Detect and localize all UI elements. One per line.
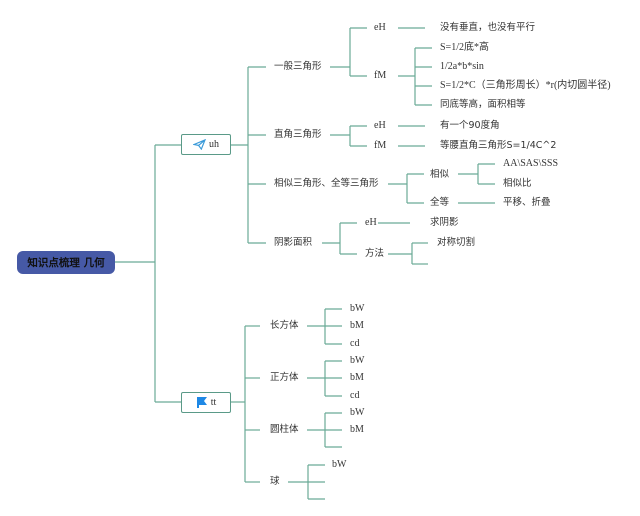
leaf[interactable]: bM [350,424,364,435]
topic-cylinder[interactable]: 圆柱体 [270,424,299,435]
branch-label: uh [209,139,219,150]
leaf[interactable]: 没有垂直，也没有平行 [440,22,536,33]
topic-cuboid[interactable]: 长方体 [270,320,299,331]
subtopic-eh[interactable]: eH [374,120,386,131]
subtopic-similar[interactable]: 相似 [430,169,450,180]
leaf[interactable]: bW [350,355,365,366]
root-node[interactable]: 知识点梳理 几何 [17,251,115,274]
subtopic-congruent[interactable]: 全等 [430,197,450,208]
leaf[interactable]: bM [350,320,364,331]
leaf[interactable]: 同底等高，面积相等 [440,99,526,110]
topic-general-triangle[interactable]: 一般三角形 [274,61,322,72]
leaf[interactable]: bM [350,372,364,383]
subtopic-fm[interactable]: fM [374,140,387,151]
branch-node-uh[interactable]: uh [181,134,231,155]
topic-cube[interactable]: 正方体 [270,372,299,383]
subtopic-method[interactable]: 方法 [365,248,385,259]
topic-shadow-area[interactable]: 阴影面积 [274,237,313,248]
root-label: 知识点梳理 几何 [27,257,105,269]
paper-plane-icon [193,139,206,150]
leaf[interactable]: cd [350,338,360,349]
leaf[interactable]: 求阴影 [430,217,459,228]
leaf[interactable]: bW [332,459,347,470]
leaf[interactable]: S=1/2*C（三角形周长）*r(内切圆半径) [440,80,611,91]
leaf[interactable]: 有一个90度角 [440,120,500,131]
topic-right-triangle[interactable]: 直角三角形 [274,129,322,140]
leaf[interactable]: 对称切割 [437,237,476,248]
leaf[interactable]: bW [350,407,365,418]
leaf[interactable]: AA\SAS\SSS [503,158,559,169]
subtopic-eh[interactable]: eH [365,217,377,228]
leaf[interactable]: 等腰直角三角形S=1/4C^2 [440,140,557,151]
leaf[interactable]: 相似比 [503,178,532,189]
leaf[interactable]: 平移、折叠 [503,197,551,208]
topic-similar-congruent[interactable]: 相似三角形、全等三角形 [274,178,379,189]
subtopic-eh[interactable]: eH [374,22,386,33]
leaf[interactable]: bW [350,303,365,314]
branch-label: tt [210,397,217,408]
leaf[interactable]: cd [350,390,360,401]
leaf[interactable]: S=1/2底*高 [440,42,489,53]
flag-icon [196,397,207,408]
subtopic-fm[interactable]: fM [374,70,387,81]
topic-sphere[interactable]: 球 [270,476,280,487]
leaf[interactable]: 1/2a*b*sin [440,61,484,72]
branch-node-tt[interactable]: tt [181,392,231,413]
